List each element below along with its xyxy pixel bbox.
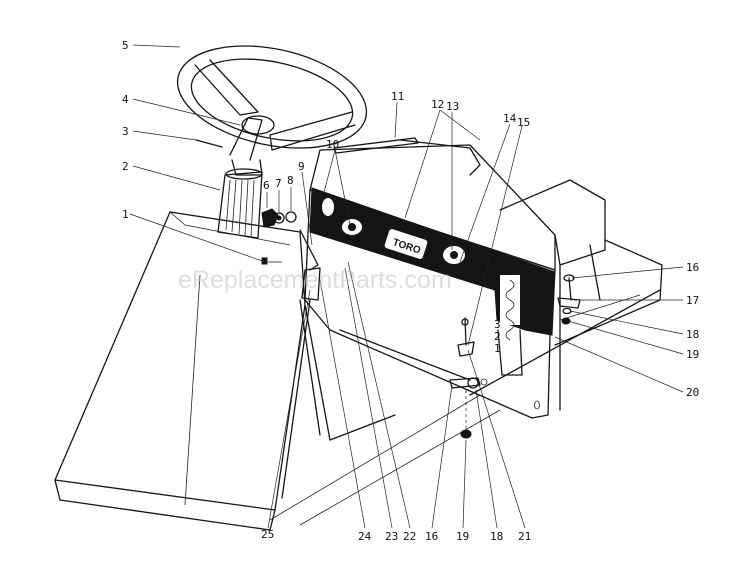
callout-2: 2 (122, 160, 129, 173)
callout-6: 6 (263, 179, 270, 192)
callout-10: 10 (326, 138, 339, 151)
callout-3: 3 (122, 125, 129, 138)
watermark: eReplacementParts.com (178, 266, 452, 294)
callout-14: 14 (503, 112, 517, 125)
callout-15: 15 (517, 116, 530, 129)
callout-11: 11 (391, 90, 404, 103)
callout-19: 19 (686, 348, 699, 361)
callout-20: 20 (686, 386, 699, 399)
gear-mark-3: 3 (494, 318, 501, 331)
steering-pin (195, 139, 223, 148)
side-hardware (557, 274, 581, 325)
callout-1: 1 (122, 208, 129, 221)
callout-22: 22 (403, 530, 416, 543)
callout-13: 13 (446, 100, 459, 113)
gear-mark-2: 2 (494, 330, 501, 343)
callout-19-bottom: 19 (456, 530, 469, 543)
callout-8: 8 (287, 174, 294, 187)
callout-18-bottom: 18 (490, 530, 503, 543)
steering-column-cover (217, 168, 263, 239)
callout-4: 4 (122, 93, 129, 106)
leader-lines (129, 44, 684, 529)
gear-mark-1: 1 (494, 342, 501, 355)
callout-9: 9 (298, 160, 305, 173)
steering-hardware (261, 208, 297, 228)
floor-outline (269, 239, 663, 526)
steering-wheel (176, 45, 368, 176)
callout-25: 25 (261, 528, 274, 541)
shift-linkage (339, 317, 488, 439)
callout-18: 18 (686, 328, 699, 341)
lift-lever (261, 229, 321, 499)
hood (54, 211, 306, 531)
callout-17: 17 (686, 294, 699, 307)
callout-16-bottom: 16 (425, 530, 438, 543)
callout-21: 21 (518, 530, 531, 543)
callout-24: 24 (358, 530, 372, 543)
dash-console: TORO 3 2 1 (304, 139, 606, 419)
callout-5: 5 (122, 39, 129, 52)
callout-7: 7 (275, 177, 282, 190)
callout-23: 23 (385, 530, 398, 543)
callouts: 1 2 3 4 5 6 7 8 9 10 11 12 13 14 15 16 1… (122, 39, 699, 543)
callout-12: 12 (431, 98, 444, 111)
callout-16: 16 (686, 261, 699, 274)
